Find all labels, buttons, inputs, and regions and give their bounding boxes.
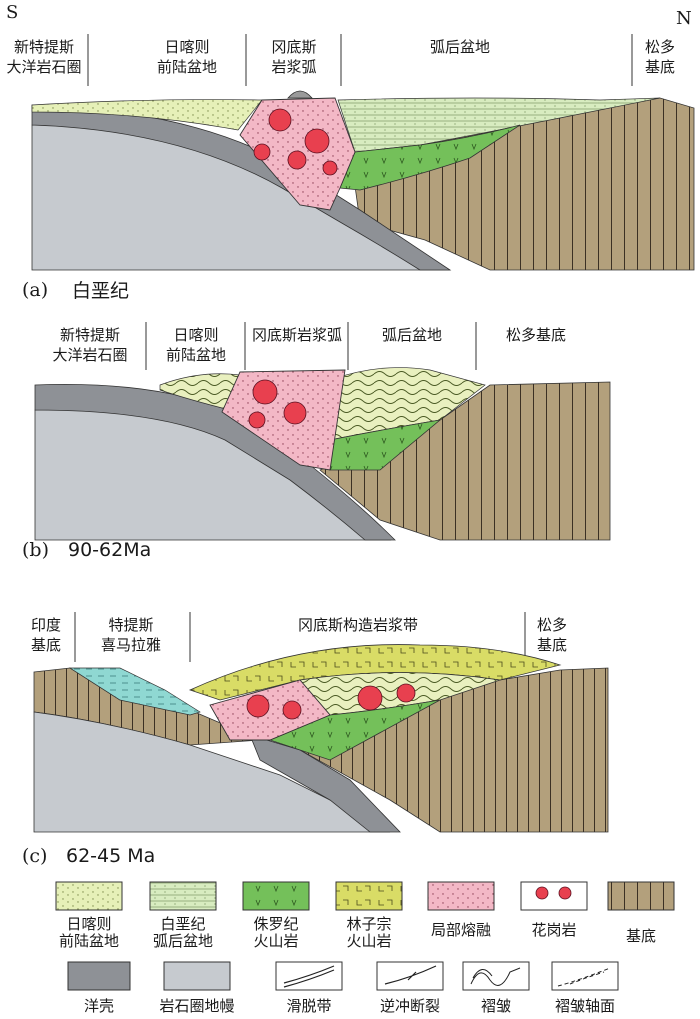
zone-c4-line1: 松多: [537, 616, 567, 634]
panel-b-caption-text: 90-62Ma: [68, 539, 151, 561]
panel-a-caption-text: 白垩纪: [72, 280, 129, 302]
zone-a2-line2: 前陆盆地: [157, 58, 217, 76]
legend-mantle-label: 岩石圈地幔: [159, 997, 234, 1015]
legend-fold-label: 褶皱: [481, 997, 511, 1015]
legend-swatch-partial-melt: [428, 882, 494, 910]
zone-b4-line1: 弧后盆地: [382, 326, 442, 344]
legend-jurassic-line1: 侏罗纪: [253, 915, 298, 933]
legend-jurassic-line2: 火山岩: [253, 932, 298, 950]
panel-a-caption-letter: (a): [22, 279, 48, 301]
legend-swatch-granite: [521, 882, 587, 910]
north-label: N: [676, 8, 692, 29]
legend-partial-melt-label: 局部熔融: [431, 921, 491, 939]
legend: 日喀则 前陆盆地 白垩纪 弧后盆地 侏罗纪 火山岩 林子宗 火山岩 局部熔融 花…: [56, 882, 674, 1015]
zone-a1-line1: 新特提斯: [14, 38, 74, 56]
zone-a5-line2: 基底: [645, 58, 675, 76]
panel-a: 新特提斯 大洋岩石圈 日喀则 前陆盆地 冈底斯 岩浆弧 弧后盆地 松多 基底: [6, 34, 694, 270]
legend-swatch-basement: [608, 882, 674, 910]
zone-c3-line1: 冈底斯构造岩浆带: [298, 616, 418, 634]
zone-a3-line1: 冈底斯: [271, 38, 316, 56]
panel-c-caption-letter: (c): [22, 845, 47, 867]
zone-a2-line1: 日喀则: [164, 38, 209, 56]
legend-swatch-oceanic-crust: [68, 962, 130, 990]
zone-c2-line2: 喜马拉雅: [101, 636, 161, 654]
legend-swatch-backarc: [150, 882, 216, 910]
zone-a3-line2: 岩浆弧: [271, 58, 316, 76]
zone-b3-line1: 冈底斯岩浆弧: [252, 326, 342, 344]
panel-b-caption-letter: (b): [22, 539, 49, 561]
zone-a1-line2: 大洋岩石圈: [6, 58, 81, 76]
legend-fold-axial-plane-label: 褶皱轴面: [555, 997, 615, 1015]
zone-b1-line2: 大洋岩石圈: [52, 346, 127, 364]
legend-granite-label: 花岗岩: [531, 921, 576, 939]
panel-a-volcano-cone: [288, 91, 312, 98]
zone-b5-line1: 松多基底: [506, 326, 566, 344]
zone-b1-line1: 新特提斯: [60, 326, 120, 344]
legend-swatch-foreland: [56, 882, 122, 910]
legend-oceanic-crust-label: 洋壳: [84, 997, 114, 1015]
legend-basement-label: 基底: [626, 927, 656, 945]
legend-backarc-line1: 白垩纪: [160, 915, 205, 933]
legend-detachment-label: 滑脱带: [286, 997, 331, 1015]
legend-swatch-fold: [463, 962, 529, 990]
legend-foreland-line2: 前陆盆地: [59, 932, 119, 950]
legend-linzizong-line2: 火山岩: [346, 932, 391, 950]
zone-a5-line1: 松多: [645, 38, 675, 56]
south-label: S: [6, 2, 18, 23]
legend-swatch-mantle: [164, 962, 230, 990]
legend-linzizong-line1: 林子宗: [346, 915, 391, 933]
zone-c1-line2: 基底: [31, 636, 61, 654]
zone-c1-line1: 印度: [31, 616, 61, 634]
legend-swatch-jurassic: [243, 882, 309, 910]
zone-c2-line1: 特提斯: [108, 616, 153, 634]
panel-c: 印度 基底 特提斯 喜马拉雅 冈底斯构造岩浆带 松多 基底: [31, 612, 608, 832]
legend-backarc-line2: 弧后盆地: [153, 932, 213, 950]
panel-b: 新特提斯 大洋岩石圈 日喀则 前陆盆地 冈底斯岩浆弧 弧后盆地 松多基底: [35, 322, 610, 540]
legend-swatch-linzizong: [336, 882, 402, 910]
zone-a4-line1: 弧后盆地: [430, 38, 490, 56]
legend-thrust-label: 逆冲断裂: [380, 997, 440, 1015]
zone-b2-line1: 日喀则: [173, 326, 218, 344]
zone-b2-line2: 前陆盆地: [166, 346, 226, 364]
panel-c-caption-text: 62-45 Ma: [66, 845, 155, 867]
legend-swatch-fold-axial-plane: [552, 962, 618, 990]
legend-foreland-line1: 日喀则: [66, 915, 111, 933]
zone-c4-line2: 基底: [537, 636, 567, 654]
